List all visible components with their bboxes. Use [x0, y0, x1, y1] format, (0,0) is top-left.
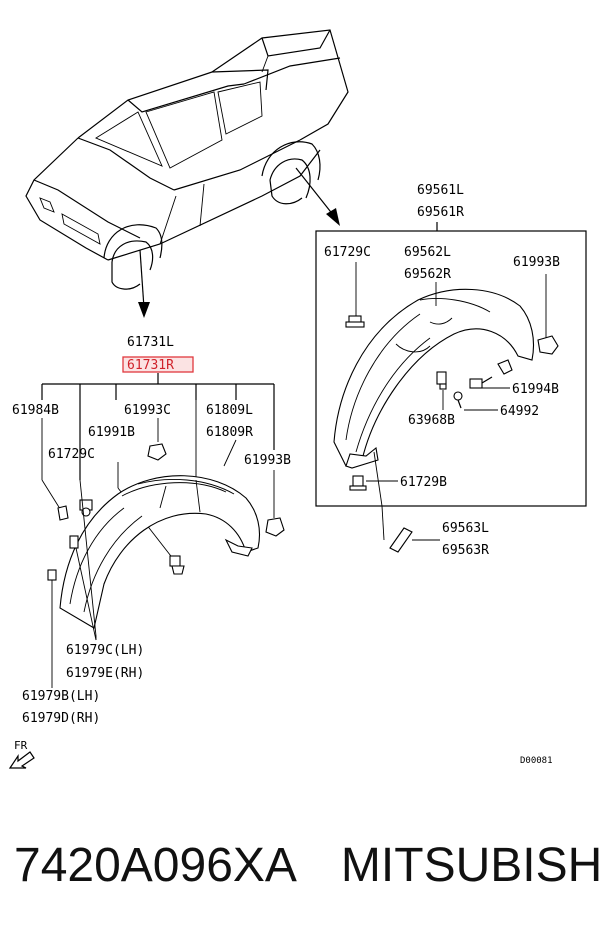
label-69562r: 69562R: [404, 267, 451, 282]
flare-extension: 69563L 69563R: [389, 521, 489, 558]
fr-label: FR: [14, 739, 28, 752]
clip-c-icon: [79, 499, 93, 517]
clip-bottom-icon: [349, 475, 367, 491]
highlight-box: [122, 356, 194, 373]
rear-flare-inset: 69561L 69561R 69562L 69562R 61729C 61993…: [315, 183, 587, 541]
nut-b-icon: [265, 517, 285, 537]
label-69562l: 69562L: [404, 245, 451, 260]
label-61993c: 61993C: [124, 403, 171, 418]
bolt-icon: [469, 359, 513, 389]
footer-caption: 7420A096XA MITSUBISHI: [14, 838, 600, 908]
parts-diagram: 69561L 69561R 69562L 69562R 61729C 61993…: [8, 29, 587, 769]
rear-fender-flare: [333, 288, 535, 467]
diagram-code: D00081: [520, 756, 553, 766]
front-flare-assembly: 61731L 61731R 61984B 61993C 61809L 61991…: [12, 335, 291, 726]
front-fender-flare: [59, 475, 261, 629]
nut-icon: [537, 335, 559, 355]
label-61993b: 61993B: [244, 453, 291, 468]
clip-icon: [345, 315, 365, 328]
label-61991b: 61991B: [88, 425, 135, 440]
clip-mid-icon: [436, 371, 447, 390]
label-61979e: 61979E(RH): [66, 666, 144, 681]
label-61809r: 61809R: [206, 425, 253, 440]
label-69563l: 69563L: [442, 521, 489, 536]
bolt-b-icon: [169, 555, 185, 575]
label-61979b: 61979B(LH): [22, 689, 100, 704]
label-69563r: 69563R: [442, 543, 489, 558]
label-61809l: 61809L: [206, 403, 253, 418]
main-title-l: 61731L: [127, 335, 174, 350]
label-61979c: 61979C(LH): [66, 643, 144, 658]
clip-b-icon: [57, 505, 69, 521]
truck-illustration: [25, 29, 349, 318]
label-61729c: 61729C: [48, 447, 95, 462]
brand-name: MITSUBISHI: [340, 839, 600, 892]
label-61729b: 61729B: [400, 475, 447, 490]
label-61993b-inset: 61993B: [513, 255, 560, 270]
label-61994b: 61994B: [512, 382, 559, 397]
part-number: 7420A096XA: [14, 839, 297, 892]
label-61979d: 61979D(RH): [22, 711, 100, 726]
main-title-r-highlighted: 61731R: [127, 358, 174, 373]
fr-arrow-icon: [8, 751, 35, 769]
front-direction-indicator: FR: [8, 739, 35, 769]
inset-title-l: 69561L: [417, 183, 464, 198]
screw-icon: [453, 391, 463, 409]
nut-c-icon: [147, 443, 167, 461]
label-61729c-inset: 61729C: [324, 245, 371, 260]
label-64992: 64992: [500, 404, 539, 419]
label-63968b: 63968B: [408, 413, 455, 428]
label-61984b: 61984B: [12, 403, 59, 418]
inset-title-r: 69561R: [417, 205, 464, 220]
